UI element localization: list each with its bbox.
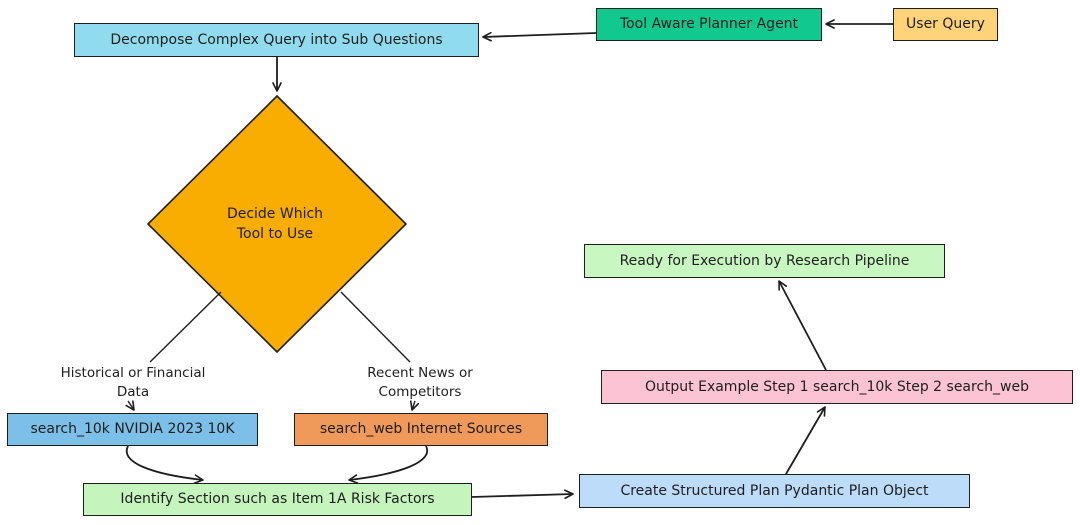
arrow-search-10k-to-identify xyxy=(125,445,204,484)
decision-label-line1: Decide Which xyxy=(226,206,324,222)
recent-edge-label-line1: Recent News or xyxy=(367,365,473,381)
decompose-query-node: Decompose Complex Query into Sub Questio… xyxy=(74,23,479,57)
planner-agent-node: Tool Aware Planner Agent xyxy=(596,8,822,41)
historical-edge-label-line2: Data xyxy=(116,384,150,400)
recent-edge-label-line2: Competitors xyxy=(378,384,462,400)
output-example-node: Output Example Step 1 search_10k Step 2 … xyxy=(601,370,1073,404)
recent-edge-label: Recent News or Competitors xyxy=(345,364,495,402)
arrow-identify-to-create-plan xyxy=(471,489,574,500)
ready-for-execution-node: Ready for Execution by Research Pipeline xyxy=(584,244,945,278)
arrow-recent-to-search-web xyxy=(409,400,420,411)
arrow-create-plan-to-output xyxy=(785,406,826,475)
decision-diamond xyxy=(146,94,408,354)
search-web-node: search_web Internet Sources xyxy=(294,413,548,446)
arrow-search-web-to-identify xyxy=(348,445,429,484)
edge-diamond-to-historical xyxy=(149,291,222,363)
historical-edge-label: Historical or Financial Data xyxy=(38,364,228,402)
user-query-node: User Query xyxy=(893,8,998,41)
historical-edge-label-line1: Historical or Financial xyxy=(60,365,206,381)
edge-diamond-to-recent xyxy=(340,291,411,363)
search-10k-node: search_10k NVIDIA 2023 10K xyxy=(7,413,258,446)
decision-label: Decide Which Tool to Use xyxy=(195,204,355,244)
identify-section-node: Identify Section such as Item 1A Risk Fa… xyxy=(83,483,472,516)
create-plan-node: Create Structured Plan Pydantic Plan Obj… xyxy=(579,474,970,508)
arrow-output-to-ready xyxy=(778,280,827,371)
arrow-historical-to-search-10k xyxy=(125,400,135,411)
decision-label-line2: Tool to Use xyxy=(236,226,314,242)
arrow-planner-to-decompose xyxy=(482,31,597,42)
